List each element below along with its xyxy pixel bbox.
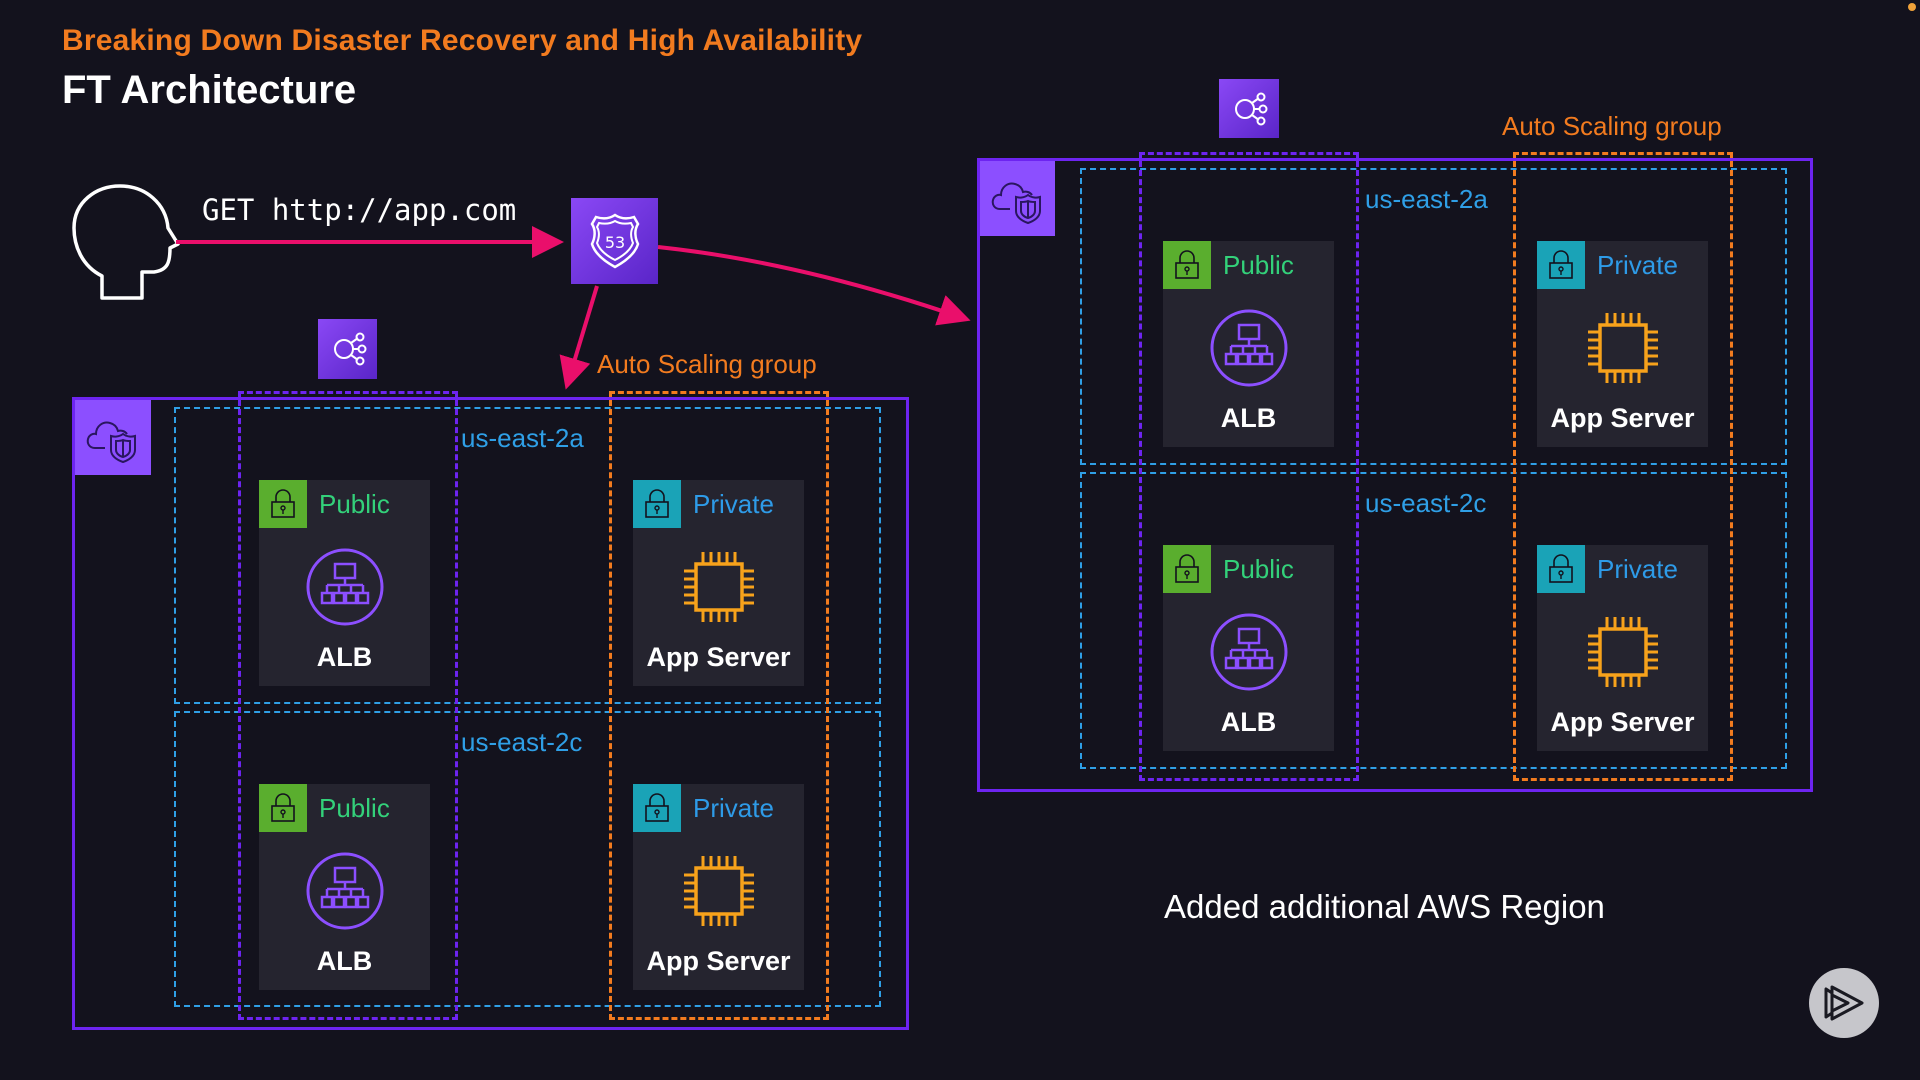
asg-label: Auto Scaling group (597, 349, 817, 379)
lock-icon (259, 784, 307, 832)
private-subnet-card: Private App Server (633, 784, 804, 990)
lock-icon (633, 784, 681, 832)
public-subnet-card: Public ALB (1163, 241, 1334, 447)
service-name: ALB (1220, 403, 1277, 433)
indicator-dot (1908, 3, 1916, 11)
slide-title: FT Architecture (62, 68, 357, 112)
subnet-type-label: Private (1597, 250, 1678, 280)
course-subtitle: Breaking Down Disaster Recovery and High… (62, 24, 863, 57)
subnet-type-label: Private (693, 489, 774, 519)
availability-zone-box (174, 407, 881, 704)
az-label: us-east-2a (1365, 184, 1488, 214)
asg-label: Auto Scaling group (1502, 111, 1722, 141)
public-subnet-card: Public ALB (259, 784, 430, 990)
ec2-chip-icon (1537, 307, 1708, 389)
az-label: us-east-2a (461, 423, 584, 453)
subnet-type-label: Public (319, 489, 390, 519)
public-subnet-card: Public ALB (259, 480, 430, 686)
alb-icon (259, 850, 430, 932)
service-name: App Server (646, 642, 791, 672)
elastic-load-balancing-icon (318, 319, 377, 379)
aws-region-secondary (977, 158, 1813, 792)
private-subnet-card: Private App Server (633, 480, 804, 686)
service-name: ALB (316, 642, 373, 672)
lock-icon (1537, 545, 1585, 593)
load-balancer-group-box (238, 391, 458, 1020)
az-label: us-east-2c (1365, 488, 1487, 518)
elastic-load-balancing-icon (1219, 79, 1279, 138)
lock-icon (1537, 241, 1585, 289)
route53-badge-text: 53 (604, 233, 624, 252)
lock-icon (633, 480, 681, 528)
alb-icon (259, 546, 430, 628)
service-name: ALB (316, 946, 373, 976)
subnet-type-label: Private (1597, 554, 1678, 584)
subnet-type-label: Public (1223, 250, 1294, 280)
subnet-type-label: Public (319, 793, 390, 823)
az-label: us-east-2c (461, 727, 583, 757)
play-logo-button[interactable] (1809, 968, 1879, 1038)
vpc-cloud-shield-icon (75, 400, 151, 475)
public-subnet-card: Public ALB (1163, 545, 1334, 751)
vpc-cloud-shield-icon (980, 161, 1055, 236)
alb-icon (1163, 307, 1334, 389)
alb-icon (1163, 611, 1334, 693)
service-name: ALB (1220, 707, 1277, 737)
annotation-text: Added additional AWS Region (1164, 888, 1605, 925)
http-request-label: GET http://app.com (202, 193, 517, 227)
arrow-dns-to-primary (559, 285, 599, 390)
play-logo-icon (1824, 985, 1864, 1021)
availability-zone-box (1080, 472, 1787, 769)
person-head-icon (70, 182, 180, 302)
private-subnet-card: Private App Server (1537, 241, 1708, 447)
aws-region-primary (72, 397, 909, 1030)
ec2-chip-icon (633, 546, 804, 628)
auto-scaling-group-box (609, 391, 829, 1020)
private-subnet-card: Private App Server (1537, 545, 1708, 751)
lock-icon (1163, 241, 1211, 289)
route53-icon: 53 (571, 198, 658, 284)
load-balancer-group-box (1139, 152, 1359, 781)
service-name: App Server (1550, 403, 1695, 433)
subnet-type-label: Public (1223, 554, 1294, 584)
service-name: App Server (1550, 707, 1695, 737)
auto-scaling-group-box (1513, 152, 1733, 781)
service-name: App Server (646, 946, 791, 976)
availability-zone-box (1080, 168, 1787, 465)
lock-icon (259, 480, 307, 528)
ec2-chip-icon (633, 850, 804, 932)
ec2-chip-icon (1537, 611, 1708, 693)
arrow-dns-to-secondary (657, 245, 971, 326)
lock-icon (1163, 545, 1211, 593)
subnet-type-label: Private (693, 793, 774, 823)
availability-zone-box (174, 711, 881, 1007)
